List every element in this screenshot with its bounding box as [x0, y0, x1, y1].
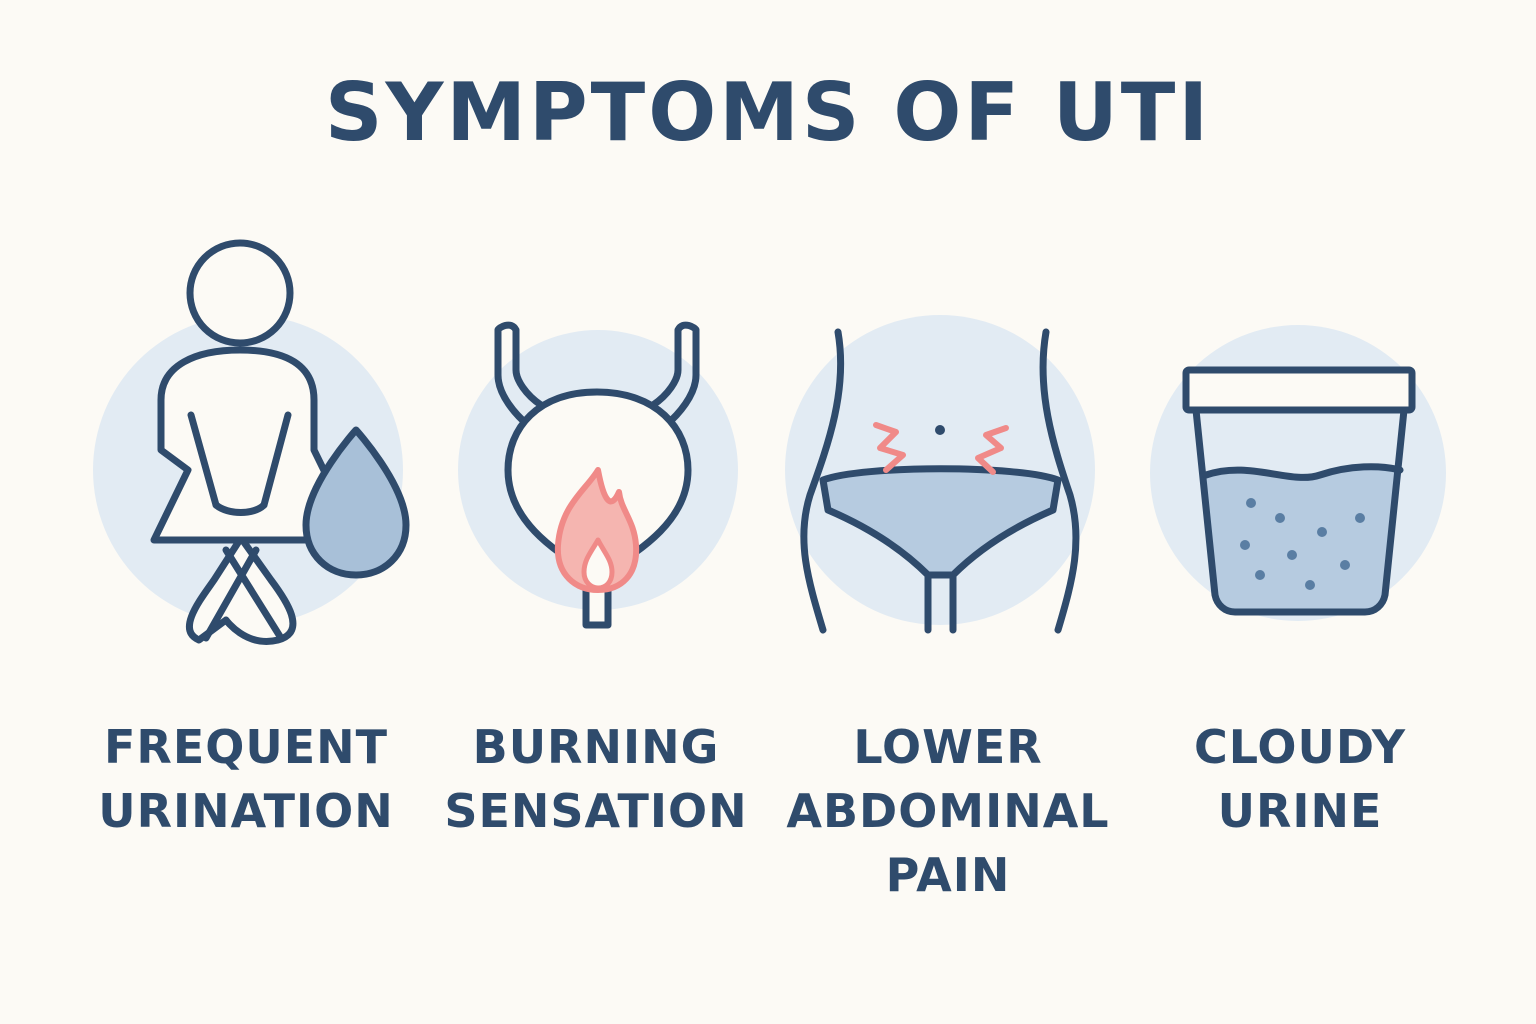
abdomen-pain-icon: [785, 315, 1095, 634]
symptom-label: LOWER ABDOMINAL PAIN: [786, 720, 1110, 902]
cloudy-urine-cup-icon: [1150, 325, 1446, 621]
symptom-card-frequent-urination: FREQUENT URINATION: [66, 220, 426, 920]
symptom-label: BURNING SENSATION: [444, 720, 748, 838]
symptom-label: FREQUENT URINATION: [98, 720, 394, 838]
symptom-card-burning-sensation: BURNING SENSATION: [416, 220, 776, 920]
page-title: SYMPTOMS OF UTI: [324, 66, 1212, 159]
bladder-flame-icon: [458, 321, 738, 629]
symptom-card-cloudy-urine: CLOUDY URINE: [1120, 220, 1480, 920]
symptom-card-lower-abdominal-pain: LOWER ABDOMINAL PAIN: [768, 220, 1128, 920]
person-crossed-legs-icon: [93, 239, 410, 645]
symptom-label: CLOUDY URINE: [1193, 720, 1407, 838]
